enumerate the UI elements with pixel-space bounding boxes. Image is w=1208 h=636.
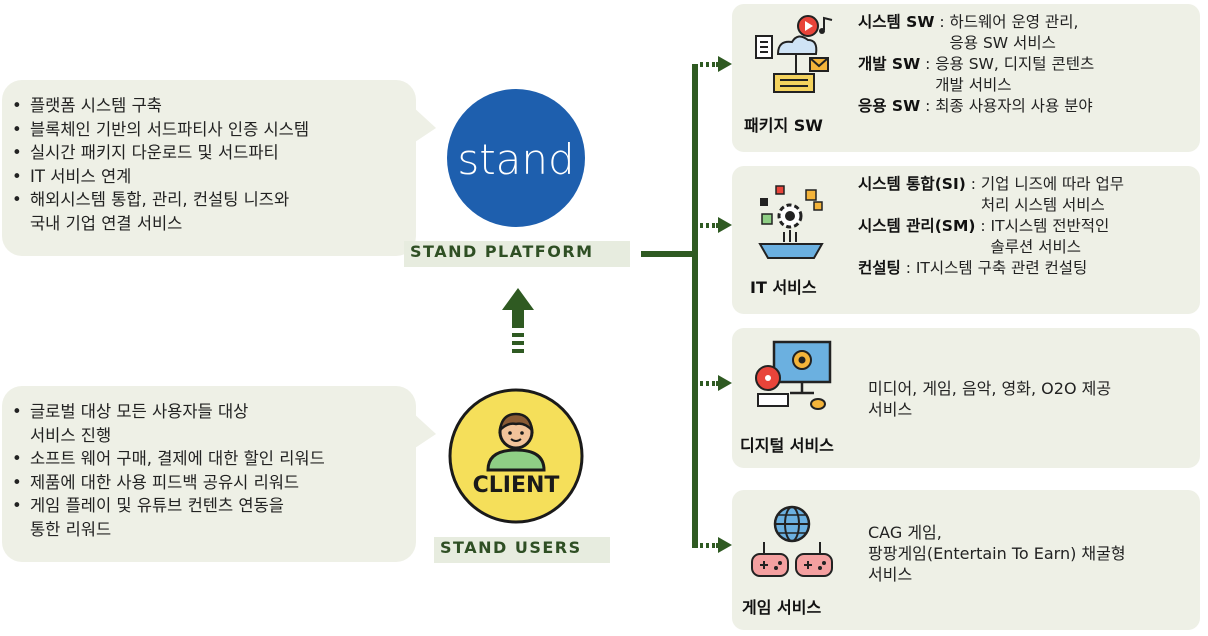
platform-bullet-text: IT 서비스 연계 [30,166,132,186]
branch-arrow-icon [700,217,732,233]
category-detail-separator: : [975,217,991,235]
users-bullet: 제품에 대한 사용 피드백 공유시 리워드 [2,471,416,495]
category-description-line: 서비스 [868,400,913,419]
card-label-package-sw: 패키지 SW [744,116,823,135]
platform-bullet: 블록체인 기반의 서드파티사 인증 시스템 [2,118,416,142]
category-detail-separator: : [934,13,950,31]
category-detail-row: 응용 SW : 최종 사용자의 사용 분야 [858,96,1093,117]
users-bullet-text: 소프트 웨어 구매, 결제에 대한 할인 리워드 [30,449,325,468]
category-detail-separator: : [920,55,936,73]
users-bullet: 소프트 웨어 구매, 결제에 대한 할인 리워드 [2,447,416,471]
platform-bullet-text: 해외시스템 통합, 관리, 컨설팅 니즈와 [30,190,290,209]
stand-logo-text: stand [457,135,574,184]
platform-bullet-text: 블록체인 기반의 서드파티사 인증 시스템 [30,119,310,139]
users-title: STAND USERS [440,538,582,557]
category-detail-value: 기업 니즈에 따라 업무 [980,175,1124,193]
category-detail-key: 시스템 통합(SI) [858,175,966,193]
category-detail-value: 하드웨어 운영 관리, [949,13,1079,31]
category-detail-value: 응용 SW, 디지털 콘텐츠 [935,55,1095,73]
category-detail-row: 컨설팅 : IT시스템 구축 관련 컨설팅 [858,258,1087,279]
stand-logo: stand [447,89,585,227]
platform-title-highlight [404,241,630,267]
category-detail-separator: : [900,259,916,277]
category-detail-separator: : [965,175,981,193]
category-detail-value: 최종 사용자의 사용 분야 [935,97,1093,115]
category-detail-row: 시스템 SW : 하드웨어 운영 관리, 응용 SW 서비스 [858,12,1078,54]
category-description-line: 팡팡게임(Entertain To Earn) 채굴형 [868,544,1126,563]
branch-arrow-icon [700,375,732,391]
users-bubble-tail [412,412,436,450]
platform-bullet-text: 실시간 패키지 다운로드 및 서드파티 [30,143,279,162]
branch-arrow-icon [700,56,732,72]
category-description-line: CAG 게임, [868,523,942,542]
card-label-digital-service: 디지털 서비스 [740,436,834,455]
users-bullet-text: 통한 리워드 [30,519,112,539]
card-game-service: 게임 서비스 CAG 게임, 팡팡게임(Entertain To Earn) 채굴… [732,490,1200,630]
category-detail-value: 솔루션 서비스 [990,238,1082,256]
platform-bullet: 실시간 패키지 다운로드 및 서드파티 [2,141,416,165]
category-detail-value: IT시스템 구축 관련 컨설팅 [915,259,1088,277]
platform-features-list: 플랫폼 시스템 구축블록체인 기반의 서드파티사 인증 시스템실시간 패키지 다… [2,80,416,235]
category-detail-value: 처리 시스템 서비스 [980,196,1105,214]
users-bullet-text: 제품에 대한 사용 피드백 공유시 리워드 [30,472,300,492]
platform-bullet: IT 서비스 연계 [2,165,416,189]
platform-features-bubble: 플랫폼 시스템 구축블록체인 기반의 서드파티사 인증 시스템실시간 패키지 다… [2,80,416,256]
category-detail-value: 응용 SW 서비스 [949,34,1056,52]
users-bullet-text: 글로벌 대상 모든 사용자들 대상 [30,402,249,421]
client-logo-text: CLIENT [473,473,560,498]
platform-bullet: 플랫폼 시스템 구축 [2,94,416,118]
category-detail-key: 컨설팅 [858,259,901,277]
game-service-icon [751,505,833,577]
card-label-it-service: IT 서비스 [750,278,817,297]
category-detail-value: IT시스템 전반적인 [990,217,1110,235]
platform-bubble-tail [412,106,436,144]
category-detail-value: 개발 서비스 [935,76,1012,94]
card-label-game-service: 게임 서비스 [742,598,822,617]
client-logo: CLIENT [448,388,584,524]
category-detail-key: 개발 SW [858,55,921,73]
users-bullet-text: 서비스 진행 [30,425,112,445]
users-bullet-text: 게임 플레이 및 유튜브 컨텐츠 연동을 [30,496,284,515]
users-title-highlight [434,537,610,563]
platform-bullet-text: 플랫폼 시스템 구축 [30,96,162,115]
it-service-icon [758,185,824,259]
category-detail-key: 시스템 SW [858,13,935,31]
platform-title: STAND PLATFORM [410,242,594,261]
branch-arrows [700,56,732,553]
branch-arrow-icon [700,537,732,553]
category-detail-key: 시스템 관리(SM) [858,217,976,235]
category-detail-separator: : [920,97,936,115]
category-description-line: 미디어, 게임, 음악, 영화, O2O 제공 [868,379,1112,398]
digital-service-icon [755,340,832,410]
category-detail-key: 응용 SW [858,97,921,115]
software-package-icon [755,15,833,93]
up-arrow-icon [502,288,534,353]
platform-bullet-text: 국내 기업 연결 서비스 [30,213,183,233]
category-description-line: 서비스 [868,565,913,584]
